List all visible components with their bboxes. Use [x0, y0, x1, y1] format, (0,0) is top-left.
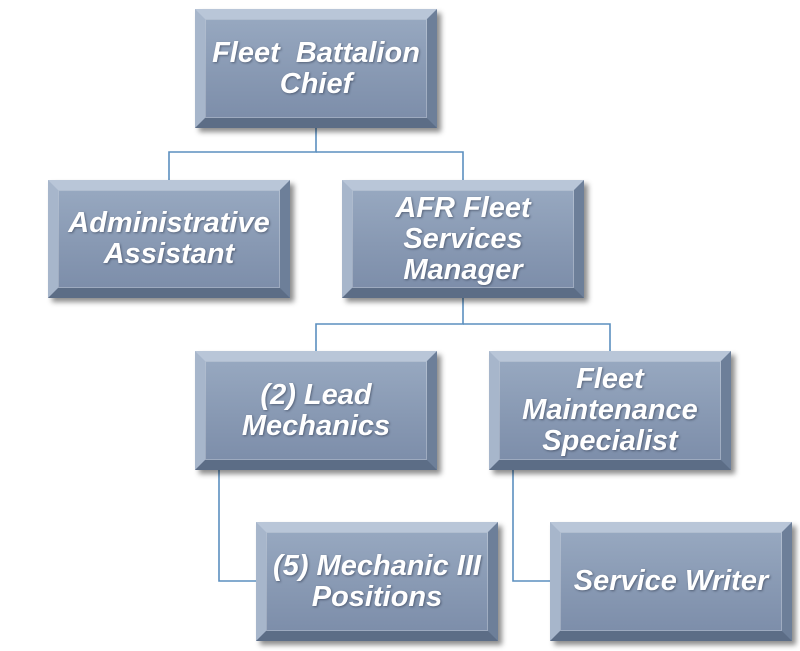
connector-fms-writer	[512, 470, 550, 582]
node-administrative-assistant: Administrative Assistant	[48, 180, 290, 298]
node-label: AFR Fleet Services Manager	[395, 191, 531, 286]
connector-chief-admin	[168, 128, 317, 180]
node-label: Fleet Battalion Chief	[212, 36, 428, 100]
connector-lead-mech3	[218, 470, 256, 582]
connector-manager-fms	[463, 323, 611, 351]
connector-manager-lead	[315, 298, 464, 351]
node-label: Fleet Maintenance Specialist	[522, 363, 698, 457]
node-fleet-maintenance-specialist: Fleet Maintenance Specialist	[489, 351, 731, 470]
node-service-writer: Service Writer	[550, 522, 792, 641]
connector-chief-manager	[316, 151, 464, 180]
node-afr-fleet-services-manager: AFR Fleet Services Manager	[342, 180, 584, 298]
node-lead-mechanics: (2) Lead Mechanics	[195, 351, 437, 470]
node-label: Administrative Assistant	[68, 207, 270, 270]
node-mechanic-iii-positions: (5) Mechanic III Positions	[256, 522, 498, 641]
node-fleet-battalion-chief: Fleet Battalion Chief	[195, 9, 437, 128]
node-label: (2) Lead Mechanics	[241, 378, 391, 442]
node-label: (5) Mechanic III Positions	[273, 549, 481, 613]
node-label: Service Writer	[573, 565, 769, 597]
